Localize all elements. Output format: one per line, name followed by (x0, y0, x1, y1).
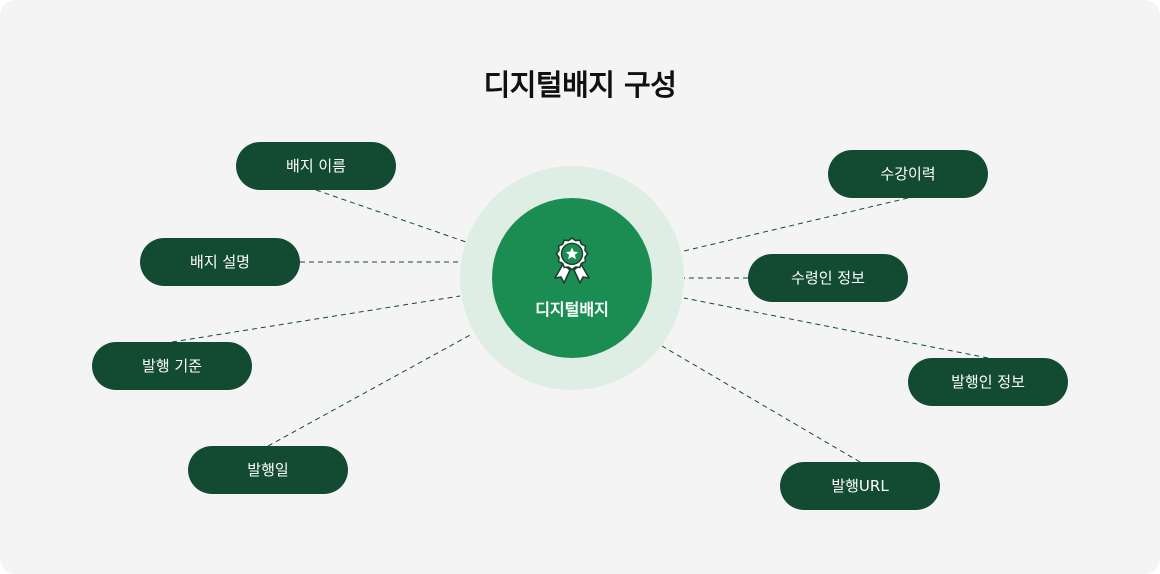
node-issue-date: 발행일 (188, 446, 348, 494)
center-node (492, 198, 652, 358)
connector-issue-criteria (171, 295, 461, 343)
node-issue-criteria: 발행 기준 (92, 342, 252, 390)
connector-issue-date (267, 333, 473, 447)
diagram-title: 디지털배지 구성 (483, 68, 677, 102)
award-badge-icon (554, 237, 590, 284)
connector-badge-name (315, 189, 467, 243)
node-issue-url: 발행URL (780, 462, 940, 510)
node-badge-name: 배지 이름 (236, 142, 396, 190)
node-issuer-info: 발행인 정보 (908, 358, 1068, 406)
node-badge-description: 배지 설명 (140, 238, 300, 286)
node-course-history: 수강이력 (828, 150, 988, 198)
connector-issue-url (661, 345, 861, 463)
connector-course-history (683, 197, 909, 252)
center-label: 디지털배지 (535, 300, 609, 319)
node-recipient-info: 수령인 정보 (748, 254, 908, 302)
connector-issuer-info (683, 297, 989, 359)
